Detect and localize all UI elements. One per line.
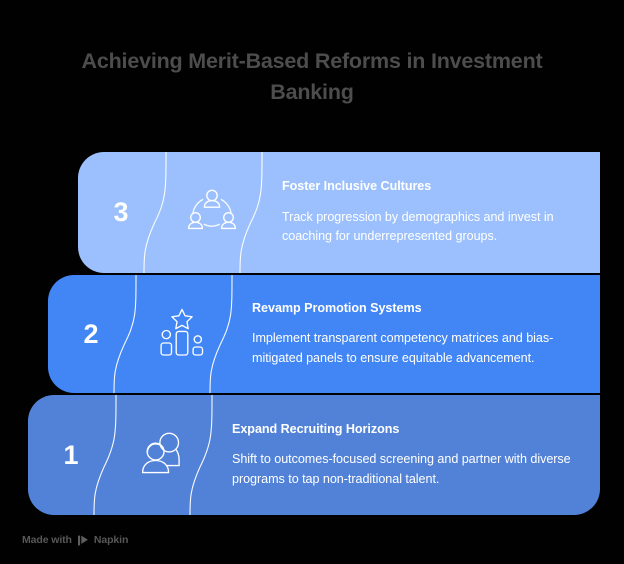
step-card-2[interactable]: 2 Revamp Promotion Systems (48, 275, 600, 393)
step-description-3: Track progression by demographics and in… (282, 209, 554, 244)
page-title: Achieving Merit-Based Reforms in Investm… (81, 49, 543, 105)
step-card-3[interactable]: 3 (78, 152, 600, 273)
step-card-3-body: 3 (78, 152, 600, 273)
step-number-2: 2 (83, 318, 99, 349)
step-icon-2 (134, 275, 230, 393)
step-description-2: Implement transparent competency matrice… (252, 331, 554, 365)
watermark-made-with-label: Made with (22, 534, 72, 546)
step-card-1[interactable]: 1 Expand Recruiting Horizons Sh (28, 395, 600, 515)
step-heading-3: Foster Inclusive Cultures (282, 179, 432, 194)
step-number-3: 3 (113, 197, 129, 227)
step-heading-1: Expand Recruiting Horizons (232, 421, 400, 436)
step-text-2: Revamp Promotion Systems Implement trans… (230, 275, 600, 393)
watermark: Made with Napkin (22, 534, 128, 546)
watermark-brand-label: Napkin (93, 534, 129, 546)
step-description-1: Shift to outcomes-focused screening and … (232, 452, 571, 486)
napkin-logo-icon (77, 535, 89, 546)
step-card-2-body: 2 Revamp Promotion Systems (48, 275, 600, 393)
step-heading-2: Revamp Promotion Systems (252, 300, 422, 315)
step-text-1: Expand Recruiting Horizons Shift to outc… (210, 395, 600, 515)
step-text-3: Foster Inclusive Cultures Track progress… (260, 152, 600, 273)
step-card-1-body: 1 Expand Recruiting Horizons Sh (28, 395, 600, 515)
step-icon-1 (114, 395, 210, 515)
step-icon-3 (164, 152, 260, 273)
step-number-1: 1 (63, 439, 79, 470)
